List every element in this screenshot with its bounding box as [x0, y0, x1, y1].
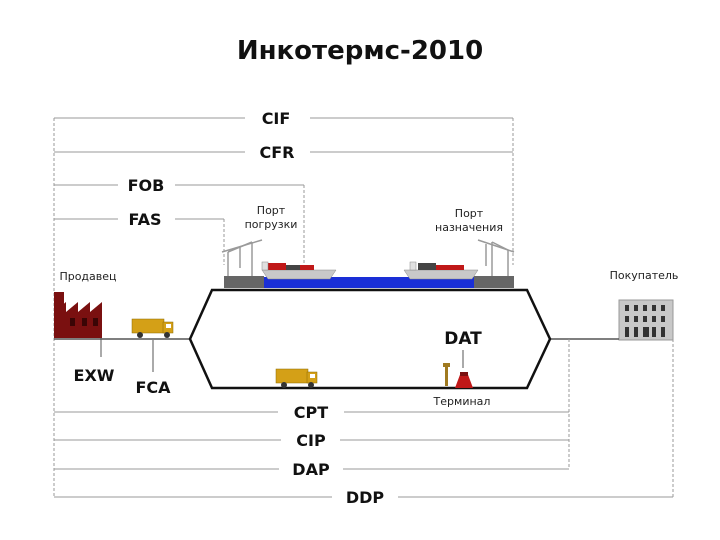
terminal-icon [443, 363, 473, 388]
term-dap: DAP [54, 460, 569, 479]
term-fas-label: FAS [129, 210, 162, 229]
term-ddp-label: DDP [346, 488, 385, 507]
term-cif-label: CIF [262, 109, 291, 128]
truck-icon [275, 368, 318, 388]
term-cip: CIP [54, 431, 569, 450]
ship-icon [403, 261, 479, 280]
term-fca-label: FCA [135, 378, 171, 397]
term-dat-label: DAT [444, 329, 482, 349]
factory-icon [54, 292, 102, 338]
term-ddp: DDP [54, 488, 673, 507]
quay-loading [224, 276, 264, 288]
crane-icon [221, 239, 263, 276]
term-cip-label: CIP [296, 431, 326, 450]
term-cfr-label: CFR [260, 143, 295, 162]
sea [264, 277, 474, 288]
term-dap-label: DAP [292, 460, 330, 479]
terminal-label: Терминал [433, 395, 491, 408]
term-exw-label: EXW [74, 366, 115, 385]
term-cpt-label: CPT [294, 403, 328, 422]
port-loading-label-1: Порт [257, 204, 286, 217]
term-cfr: CFR [54, 143, 513, 162]
term-fob: FOB [54, 176, 305, 265]
diagram-title: Инкотермс-2010 [236, 36, 484, 66]
port-dest-label-1: Порт [455, 207, 484, 220]
term-fas: FAS [54, 210, 225, 265]
port-loading-label-2: погрузки [245, 218, 298, 231]
building-icon [618, 299, 674, 341]
term-cif: CIF [54, 109, 514, 265]
quay-destination [474, 276, 514, 288]
port-dest-label-2: назначения [435, 221, 503, 234]
seller-label: Продавец [59, 270, 116, 283]
term-cpt: CPT [54, 403, 569, 422]
transport-hexagon [188, 288, 552, 390]
term-fob-label: FOB [128, 176, 165, 195]
buyer-label: Покупатель [610, 269, 679, 282]
crane-icon [477, 239, 515, 276]
ship-icon [261, 261, 337, 280]
truck-icon [131, 318, 174, 338]
